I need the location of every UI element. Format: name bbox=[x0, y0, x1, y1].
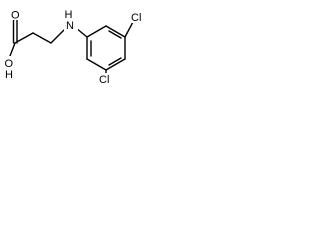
mask-cl-top bbox=[130, 11, 144, 23]
ring-double-inner-2 bbox=[108, 30, 122, 39]
atom-chlorine-bottom: Cl bbox=[99, 74, 109, 85]
mask-oh bbox=[4, 56, 14, 80]
atom-amine-n: N bbox=[66, 20, 74, 32]
ring-bond-5 bbox=[86, 58, 107, 71]
ring-double-inner-3 bbox=[108, 57, 122, 66]
atom-hydroxyl-h: H bbox=[5, 69, 13, 81]
bond-chain-2 bbox=[32, 32, 52, 44]
atom-oxygen-hydroxyl: O bbox=[5, 58, 14, 70]
mask-o-carbonyl bbox=[10, 9, 20, 20]
mask-cl-bottom bbox=[98, 73, 113, 85]
atom-chlorine-top: Cl bbox=[131, 12, 141, 24]
atom-amine-h: H bbox=[65, 9, 73, 21]
ring-bond-1 bbox=[86, 25, 107, 38]
mask-nh bbox=[64, 9, 78, 31]
bond-c-cl-top bbox=[124, 21, 134, 38]
ring-bond-4 bbox=[105, 58, 126, 71]
chemical-structure-diagram: O O H H N Cl Cl bbox=[4, 9, 144, 85]
bond-chain-3 bbox=[50, 29, 65, 44]
bond-c-oh bbox=[9, 42, 16, 57]
atom-oxygen-carbonyl: O bbox=[11, 10, 20, 22]
ring-bond-2 bbox=[105, 25, 126, 38]
bond-chain-1 bbox=[14, 32, 34, 44]
